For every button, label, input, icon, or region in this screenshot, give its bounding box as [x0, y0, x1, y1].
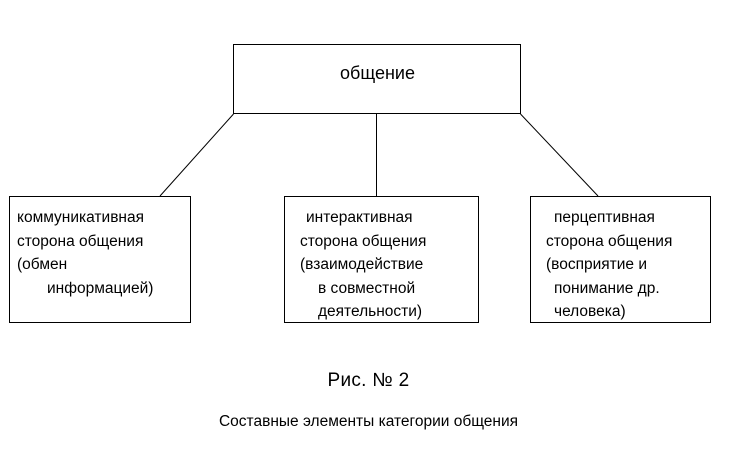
node-line: (взаимодействие	[300, 256, 424, 273]
node-line: общение	[340, 63, 415, 83]
node-interactive[interactable]: интерактивная сторона общения (взаимодей…	[284, 196, 479, 323]
connector-root-to-perceptive	[520, 113, 599, 197]
node-perceptive-text: перцептивная сторона общения (восприятие…	[531, 197, 710, 324]
node-communicative[interactable]: коммуникативная сторона общения (обмен и…	[9, 196, 191, 323]
node-line: понимание др.	[554, 279, 660, 297]
node-line: в совместной	[318, 279, 416, 297]
node-line: сторона общения	[546, 232, 673, 250]
node-obshchenie-text: общение	[234, 45, 520, 84]
node-interactive-text: интерактивная сторона общения (взаимодей…	[285, 197, 478, 324]
node-line: сторона общения	[300, 232, 427, 250]
node-obshchenie[interactable]: общение	[233, 44, 521, 114]
connector-root-to-communicative	[159, 113, 234, 197]
node-line: (восприятие и	[546, 256, 647, 273]
node-line: человека)	[554, 303, 626, 320]
figure-title: Составные элементы категории общения	[218, 413, 519, 430]
node-line: перцептивная	[554, 209, 655, 226]
node-perceptive[interactable]: перцептивная сторона общения (восприятие…	[530, 196, 711, 323]
node-line: (обмен	[17, 256, 68, 273]
node-communicative-text: коммуникативная сторона общения (обмен и…	[10, 197, 190, 300]
node-line: деятельности)	[318, 303, 423, 320]
figure-number: Рис. № 2	[327, 370, 410, 391]
node-line: сторона общения	[17, 232, 144, 250]
node-line: коммуникативная	[17, 209, 144, 226]
node-line: информацией)	[47, 279, 154, 297]
figure-caption: Рис. № 2 Составные элементы категории об…	[0, 368, 737, 433]
node-line: интерактивная	[306, 209, 413, 226]
